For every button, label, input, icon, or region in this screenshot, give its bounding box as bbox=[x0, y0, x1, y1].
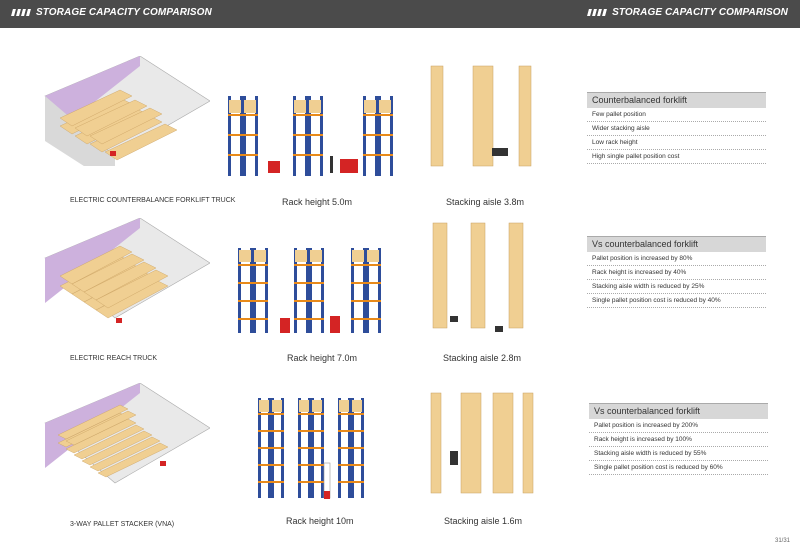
panel-item: Rack height is increased by 100% bbox=[589, 433, 768, 447]
truck-caption: ELECTRIC REACH TRUCK bbox=[70, 355, 157, 362]
rack-unit bbox=[294, 248, 324, 333]
header-right: STORAGE CAPACITY COMPARISON bbox=[587, 7, 788, 18]
section-reach-truck: ELECTRIC REACH TRUCK Rack height 7.0m bbox=[0, 190, 800, 363]
panel-item: Wider stacking aisle bbox=[587, 122, 766, 136]
aisle-width-label: Stacking aisle 1.6m bbox=[444, 516, 523, 526]
vna-stacker-icon bbox=[323, 462, 331, 499]
forklift-icon bbox=[116, 318, 122, 323]
header-bar: STORAGE CAPACITY COMPARISON STORAGE CAPA… bbox=[0, 0, 800, 28]
comparison-panel: Vs counterbalanced forklift Pallet posit… bbox=[587, 236, 766, 308]
warehouse-reach-illustration bbox=[44, 218, 210, 323]
panel-title: Counterbalanced forklift bbox=[587, 92, 766, 108]
panel-item: Single pallet position cost is reduced b… bbox=[589, 461, 768, 475]
panel-item: Stacking aisle width is reduced by 55% bbox=[589, 447, 768, 461]
truck-caption: 3-WAY PALLET STACKER (VNA) bbox=[70, 521, 175, 528]
warehouse-counterbalance-illustration bbox=[44, 56, 210, 166]
rack-unit bbox=[293, 96, 323, 176]
aisle-width-label: Stacking aisle 2.8m bbox=[443, 353, 522, 363]
forklift-top-icon bbox=[492, 148, 508, 156]
page-number: 31/31 bbox=[774, 538, 790, 544]
forklift-top-icon bbox=[450, 316, 458, 322]
rack-unit bbox=[258, 398, 284, 498]
panel-item: Pallet position is increased by 200% bbox=[589, 419, 768, 433]
rack-elevation-illustration bbox=[258, 398, 364, 499]
rack-unit bbox=[238, 248, 268, 333]
truck-caption: ELECTRIC COUNTERBALANCE FORKLIFT TRUCK bbox=[70, 197, 236, 204]
comparison-panel: Counterbalanced forklift Few pallet posi… bbox=[587, 92, 766, 164]
panel-item: Stacking aisle width is reduced by 25% bbox=[587, 280, 766, 294]
rack-unit bbox=[351, 248, 381, 333]
forklift-icon bbox=[110, 151, 116, 156]
stripes-icon bbox=[11, 9, 32, 16]
panel-item: Pallet position is increased by 80% bbox=[587, 252, 766, 266]
rack-unit bbox=[338, 398, 364, 498]
section-counterbalance: ELECTRIC COUNTERBALANCE FORKLIFT TRUCK R… bbox=[0, 28, 800, 207]
aisle-plan-illustration bbox=[432, 222, 524, 332]
header-title-right: STORAGE CAPACITY COMPARISON bbox=[612, 7, 788, 18]
aisle-plan-illustration bbox=[430, 392, 534, 494]
rack-unit bbox=[228, 96, 258, 176]
reach-truck-icon bbox=[280, 316, 340, 333]
panel-item: High single pallet position cost bbox=[587, 150, 766, 164]
panel-item: Low rack height bbox=[587, 136, 766, 150]
forklift-icon bbox=[160, 461, 166, 466]
forklift-top-icon bbox=[495, 326, 503, 332]
rack-height-label: Rack height 10m bbox=[286, 516, 354, 526]
panel-item: Single pallet position cost is reduced b… bbox=[587, 294, 766, 308]
forklift-top-icon bbox=[450, 451, 458, 465]
panel-item: Rack height is increased by 40% bbox=[587, 266, 766, 280]
aisle-width-label: Stacking aisle 3.8m bbox=[446, 197, 525, 207]
panel-title: Vs counterbalanced forklift bbox=[587, 236, 766, 252]
rack-unit bbox=[363, 96, 393, 176]
header-left: STORAGE CAPACITY COMPARISON bbox=[11, 7, 212, 18]
header-title-left: STORAGE CAPACITY COMPARISON bbox=[36, 7, 212, 18]
warehouse-vna-illustration bbox=[44, 383, 210, 484]
comparison-panel: Vs counterbalanced forklift Pallet posit… bbox=[589, 403, 768, 475]
aisle-plan-illustration bbox=[430, 65, 532, 167]
forklift-icon bbox=[268, 156, 358, 173]
rack-elevation-illustration bbox=[238, 248, 381, 333]
panel-title: Vs counterbalanced forklift bbox=[589, 403, 768, 419]
section-vna: 3-WAY PALLET STACKER (VNA) Rack bbox=[0, 355, 800, 528]
rack-height-label: Rack height 7.0m bbox=[287, 353, 358, 363]
panel-item: Few pallet position bbox=[587, 108, 766, 122]
pallet-rows bbox=[59, 89, 178, 161]
rack-unit bbox=[298, 398, 324, 498]
rack-height-label: Rack height 5.0m bbox=[282, 197, 353, 207]
stripes-icon bbox=[587, 9, 608, 16]
rack-elevation-illustration bbox=[228, 96, 393, 176]
